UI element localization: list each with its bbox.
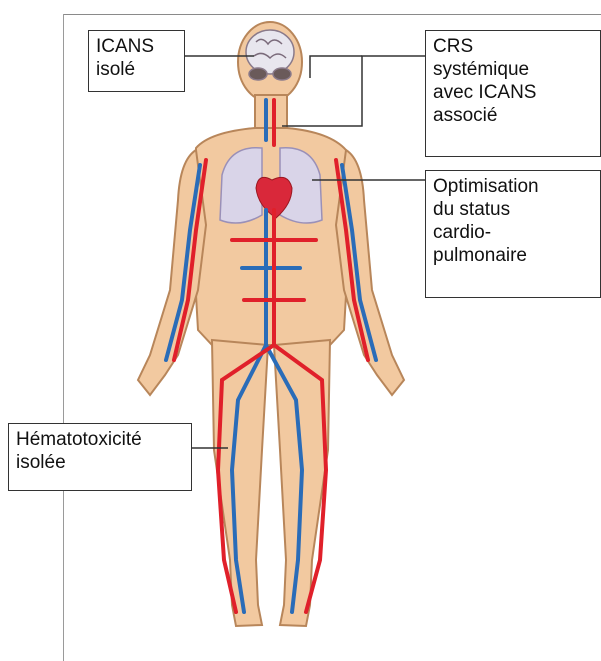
label-hematotoxicite-isolee: Hématotoxicité isolée — [8, 423, 192, 491]
label-crs-systemique: CRS systémique avec ICANS associé — [425, 30, 601, 157]
brain — [246, 30, 294, 80]
label-optimisation-cardio-pulmonaire: Optimisation du status cardio- pulmonair… — [425, 170, 601, 298]
label-icans-isole: ICANS isolé — [88, 30, 185, 92]
body-silhouette — [138, 22, 404, 626]
